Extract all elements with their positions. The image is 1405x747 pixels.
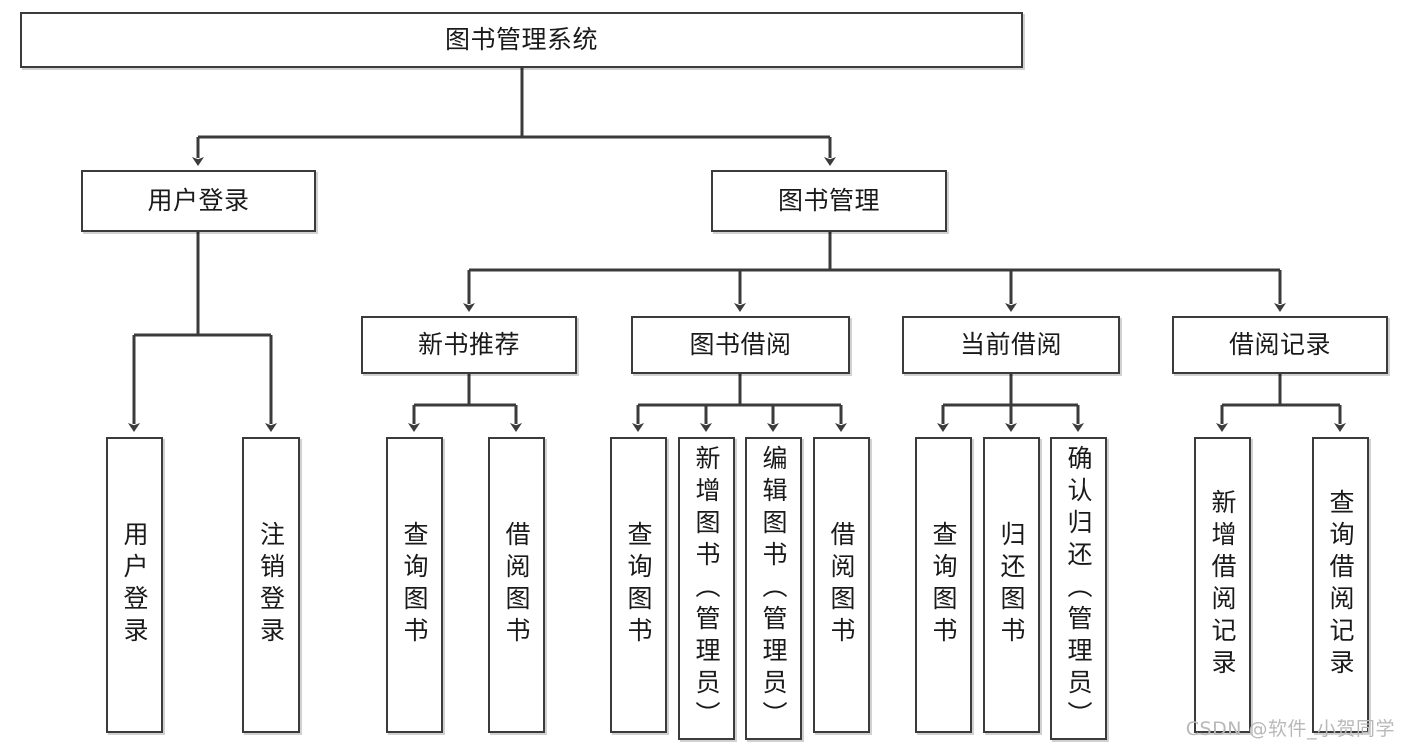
node-user-login[interactable]: 用户登录 xyxy=(81,170,316,232)
watermark-text: CSDN @软件_小贺同学 xyxy=(1185,718,1395,740)
node-label: 借阅记录 xyxy=(1228,330,1331,360)
leaf-current-confirm-return-admin[interactable]: 确认归还（管理员） xyxy=(1050,437,1107,740)
node-root-system[interactable]: 图书管理系统 xyxy=(20,12,1023,68)
leaf-recommend-borrow-book[interactable]: 借阅图书 xyxy=(488,437,545,733)
node-label: 当前借阅 xyxy=(959,330,1062,360)
leaf-borrow-add-book-admin[interactable]: 新增图书（管理员） xyxy=(678,437,735,740)
leaf-borrow-edit-book-admin[interactable]: 编辑图书（管理员） xyxy=(745,437,802,740)
node-label: 用户登录 xyxy=(120,521,149,649)
node-book-management[interactable]: 图书管理 xyxy=(711,170,947,232)
node-borrow-record[interactable]: 借阅记录 xyxy=(1172,316,1388,374)
leaf-record-add-record[interactable]: 新增借阅记录 xyxy=(1194,437,1251,733)
node-label: 确认归还（管理员） xyxy=(1064,445,1093,733)
leaf-current-return-book[interactable]: 归还图书 xyxy=(983,437,1040,733)
leaf-record-query-record[interactable]: 查询借阅记录 xyxy=(1312,437,1369,733)
node-label: 查询图书 xyxy=(929,521,958,649)
node-label: 图书借阅 xyxy=(689,330,792,360)
leaf-current-query-book[interactable]: 查询图书 xyxy=(915,437,972,733)
node-label: 查询借阅记录 xyxy=(1326,489,1355,681)
node-new-book-recommend[interactable]: 新书推荐 xyxy=(361,316,577,374)
node-book-borrow[interactable]: 图书借阅 xyxy=(631,316,850,374)
node-label: 新书推荐 xyxy=(417,330,520,360)
node-label: 编辑图书（管理员） xyxy=(759,445,788,733)
node-label: 查询图书 xyxy=(624,521,653,649)
node-label: 新增借阅记录 xyxy=(1208,489,1237,681)
leaf-user-logout[interactable]: 注销登录 xyxy=(242,437,300,733)
node-label: 注销登录 xyxy=(256,521,286,649)
leaf-user-login-do[interactable]: 用户登录 xyxy=(106,437,163,733)
leaf-borrow-borrow-book[interactable]: 借阅图书 xyxy=(813,437,870,733)
node-label: 查询图书 xyxy=(400,521,429,649)
leaf-borrow-query-book[interactable]: 查询图书 xyxy=(610,437,667,733)
node-label: 归还图书 xyxy=(997,521,1026,649)
node-label: 新增图书（管理员） xyxy=(692,445,721,733)
node-label: 图书管理系统 xyxy=(444,25,598,55)
node-label: 借阅图书 xyxy=(827,521,856,649)
leaf-recommend-query-book[interactable]: 查询图书 xyxy=(386,437,443,733)
node-current-borrow[interactable]: 当前借阅 xyxy=(902,316,1120,374)
node-label: 用户登录 xyxy=(147,186,250,216)
node-label: 借阅图书 xyxy=(502,521,531,649)
node-label: 图书管理 xyxy=(777,186,880,216)
